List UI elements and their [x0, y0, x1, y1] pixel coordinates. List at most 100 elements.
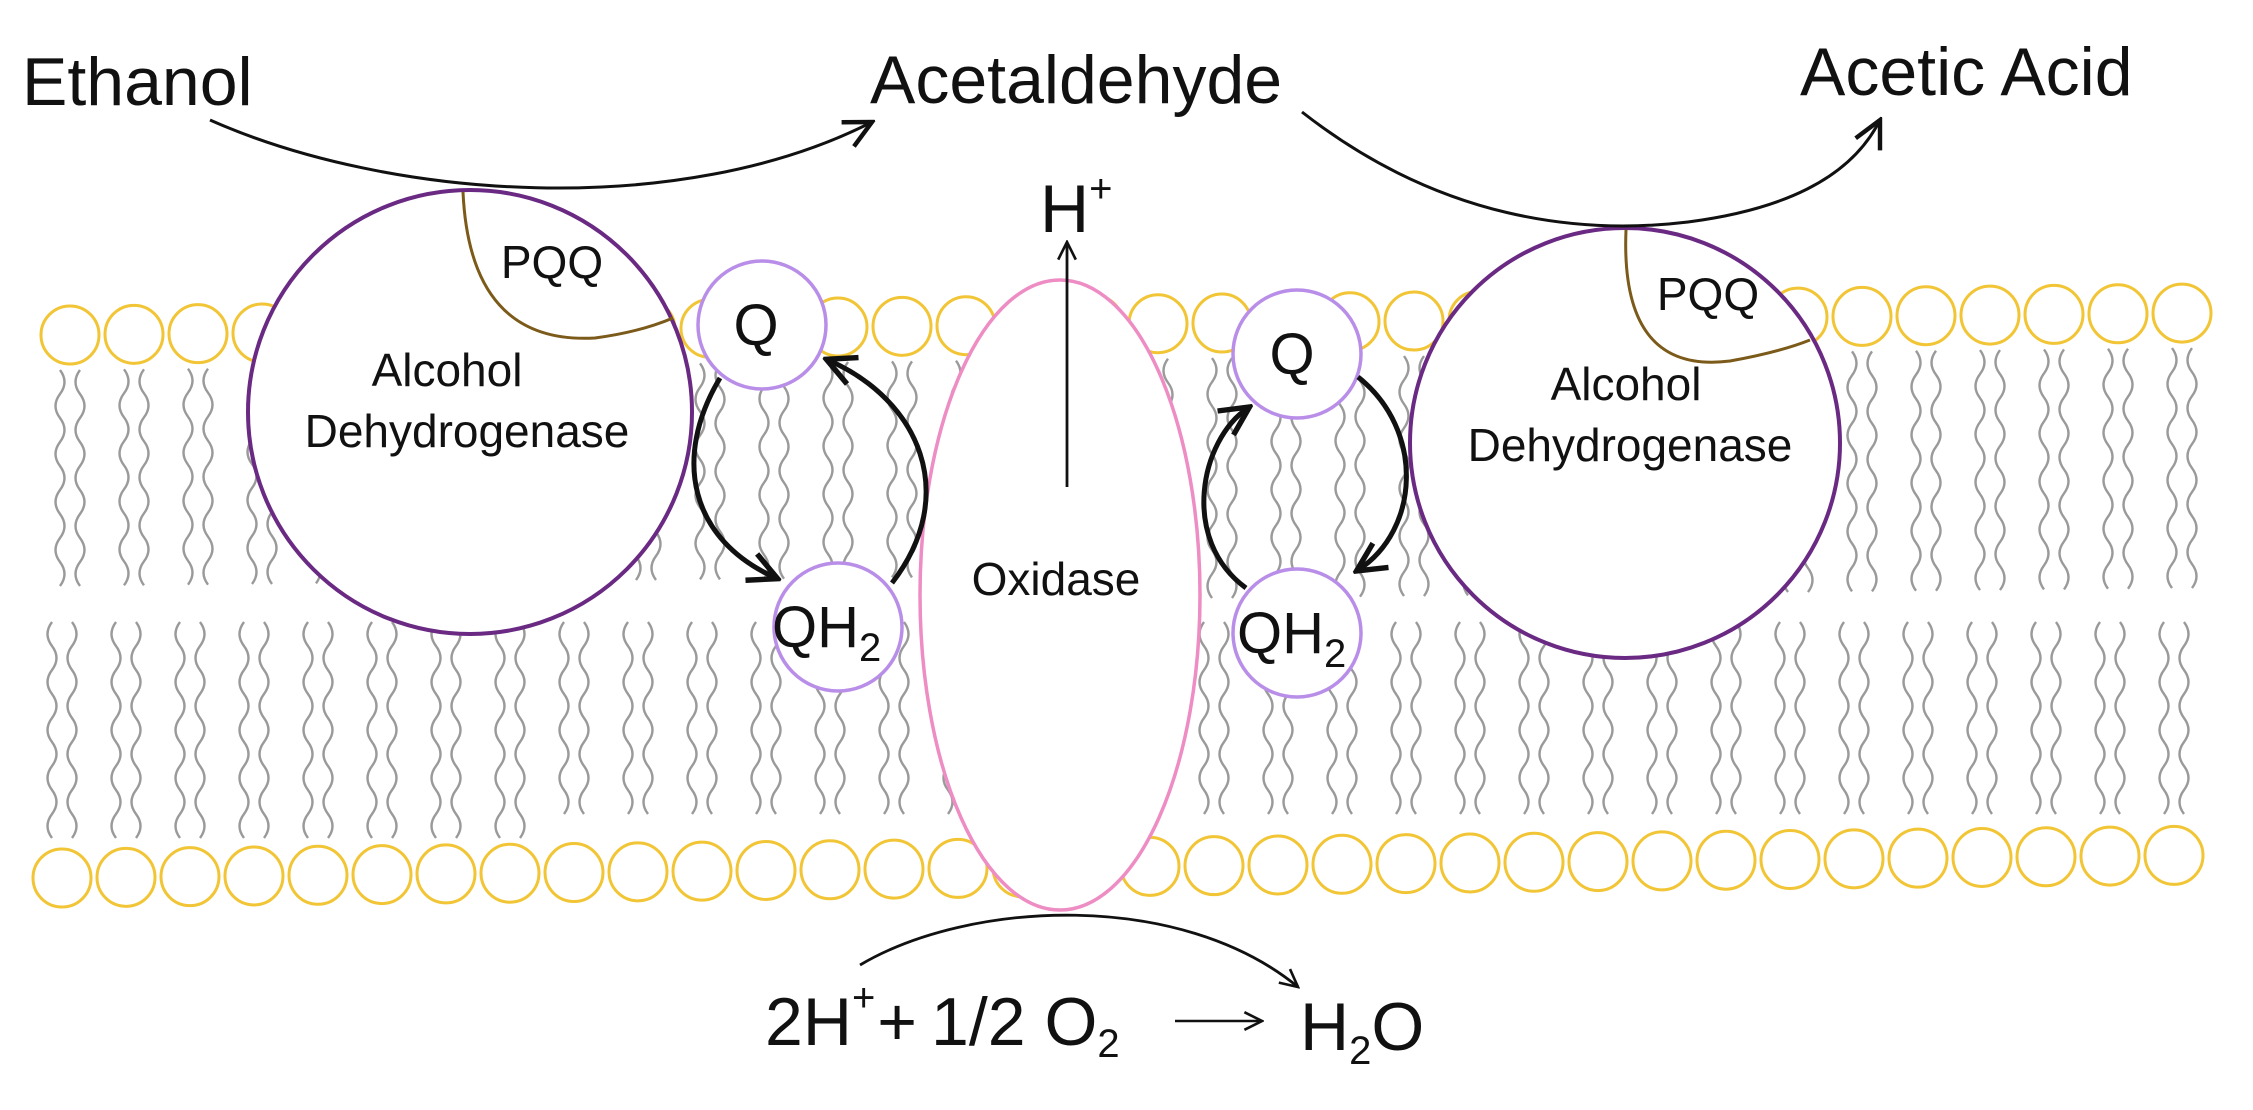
lipid-head	[1375, 833, 1437, 895]
lipid-tail	[770, 621, 782, 815]
lipid-tail	[2030, 621, 2042, 815]
lipid-tail	[1518, 621, 1530, 815]
lipid-head	[2015, 826, 2077, 888]
lipid-head	[1959, 284, 2021, 346]
lipid-head	[167, 303, 229, 365]
lipid-tail	[1218, 621, 1230, 815]
lipid-tail	[2058, 348, 2070, 591]
lipid-tail	[1410, 621, 1422, 815]
oxidation-arrow-left	[828, 360, 929, 585]
lipid-tail	[1858, 621, 1870, 815]
lipid-head	[287, 844, 349, 906]
lipid-head	[1567, 831, 1629, 893]
lipid-tail	[66, 621, 78, 839]
oxidation-arrow-right	[1201, 408, 1248, 591]
lipid-head	[671, 840, 733, 902]
lipid-head	[2143, 824, 2205, 886]
lipid-tail	[1354, 355, 1366, 598]
lipid-tail	[622, 621, 634, 815]
lipid-head	[1951, 826, 2013, 888]
acetaldehyde-label: Acetaldehyde	[870, 42, 1282, 118]
lipid-head	[799, 839, 861, 901]
lipid-head	[2023, 283, 2085, 345]
lipid-tail	[2186, 347, 2198, 589]
lipid-tail	[1206, 357, 1218, 599]
lipid-tail	[174, 621, 186, 839]
lipid-tail	[1198, 621, 1210, 815]
quinol-qh2-left-label: QH2	[772, 595, 881, 670]
acetic-acid-label: Acetic Acid	[1800, 34, 2133, 110]
lipid-tail	[886, 360, 898, 579]
lipid-tail	[822, 361, 834, 579]
lipid-tail	[686, 621, 698, 815]
lipid-tail	[706, 621, 718, 815]
lipid-head	[479, 842, 541, 904]
proton-label: H+	[1040, 167, 1112, 247]
lipid-tail	[258, 621, 270, 839]
alcohol-dehydrogenase-right	[1408, 226, 1842, 660]
lipid-head	[863, 838, 925, 900]
quinol-qh2-right-label: QH2	[1237, 601, 1346, 676]
lipid-tail	[1474, 621, 1486, 815]
lipid-head	[39, 304, 101, 366]
quinone-q-left-label: Q	[733, 293, 778, 358]
lipid-tail	[202, 367, 214, 586]
lipid-head	[607, 841, 669, 903]
enzyme-label-left-line1: Alcohol	[372, 344, 523, 396]
lipid-tail	[1902, 621, 1914, 815]
quinone-q-right-label: Q	[1269, 322, 1314, 387]
lipid-tail	[1966, 621, 1978, 815]
enzyme-label-right-line1: Alcohol	[1551, 358, 1702, 410]
lipid-tail	[2122, 348, 2134, 590]
lipid-head	[31, 847, 93, 909]
lipid-tail	[642, 621, 654, 815]
lipid-tail	[1986, 621, 1998, 815]
lipid-tail	[694, 362, 706, 581]
lipid-head	[2151, 282, 2213, 344]
lipid-tail	[778, 361, 790, 580]
lipid-tail	[2038, 348, 2050, 591]
lipid-tail	[130, 621, 142, 839]
lipid-tail	[2102, 348, 2114, 590]
lipid-tail	[110, 621, 122, 839]
ethanol-label: Ethanol	[22, 44, 253, 120]
lipid-head	[871, 295, 933, 357]
lipid-tail	[366, 621, 378, 839]
lipid-tail	[1538, 621, 1550, 815]
lipid-head	[159, 846, 221, 908]
lipid-head	[1631, 830, 1693, 892]
lipid-head	[1183, 835, 1245, 897]
water-product: H2O	[1300, 989, 1424, 1073]
lipid-head	[95, 846, 157, 908]
lipid-head	[1247, 834, 1309, 896]
lipid-tail	[842, 361, 854, 579]
ethanol-oxidation-arrow	[209, 118, 872, 190]
lipid-tail	[1922, 621, 1934, 815]
pqq-boundary-left	[461, 191, 674, 340]
lipid-tail	[118, 368, 130, 587]
lipid-tail	[2114, 621, 2126, 815]
reduction-arrow-left	[691, 376, 776, 578]
lipid-head	[103, 303, 165, 365]
lipid-head	[1887, 827, 1949, 889]
lipid-head	[1383, 290, 1445, 352]
lipid-tail	[194, 621, 206, 839]
lipid-tail	[302, 621, 314, 839]
lipid-tail	[714, 362, 726, 581]
lipid-tail	[46, 621, 58, 839]
lipid-tail	[1226, 357, 1238, 599]
lipid-tail	[578, 621, 590, 815]
lipid-tail	[758, 361, 770, 580]
lipid-tail	[2178, 621, 2190, 815]
lipid-tail	[322, 621, 334, 839]
quinol-qh2-left	[772, 561, 904, 693]
reduction-arrow-right	[1358, 375, 1409, 570]
lipid-tail	[74, 369, 86, 587]
lipid-tail	[238, 621, 250, 839]
lipid-head	[927, 837, 989, 899]
lipid-head	[2079, 825, 2141, 887]
lipid-tail	[182, 367, 194, 586]
lipid-head	[1759, 829, 1821, 891]
oxidase-label: Oxidase	[972, 553, 1141, 605]
